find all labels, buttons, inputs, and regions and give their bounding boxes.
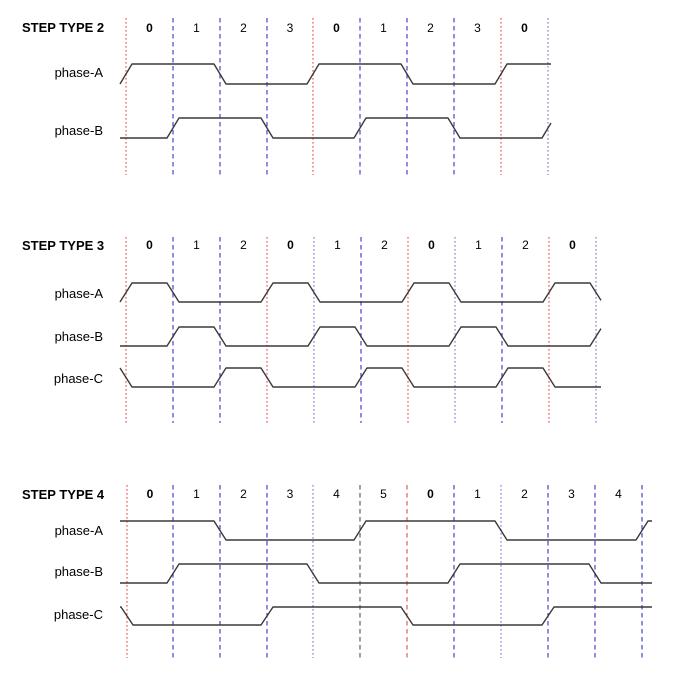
waveform-phase-B [120,326,602,347]
phase-label: phase-C [53,371,103,386]
step-number: 2 [521,487,528,501]
step-number: 2 [381,238,388,252]
step-number: 1 [193,21,200,35]
phase-label: phase-B [54,329,103,344]
step-number: 0 [287,238,294,252]
step-number: 0 [146,21,153,35]
step-number: 0 [146,238,153,252]
waveform-phase-C [120,606,652,626]
section-title: STEP TYPE 2 [22,20,105,35]
step-number: 2 [240,238,247,252]
waveform-phase-B [120,117,552,139]
step-number: 2 [427,21,434,35]
step-number: 2 [522,238,529,252]
phase-label: phase-B [54,564,103,579]
step-number: 1 [193,238,200,252]
step-number: 0 [146,487,154,501]
phase-label: phase-A [54,286,103,301]
phase-label: phase-C [53,607,103,622]
waveform-phase-C [119,367,601,388]
step-number: 0 [428,238,435,252]
waveform-phase-A [120,520,652,541]
step-number: 1 [380,21,387,35]
phase-label: phase-B [54,123,103,138]
step-number: 4 [615,487,622,501]
phase-label: phase-A [54,65,103,80]
step-number: 3 [474,21,481,35]
step-number: 0 [569,238,576,252]
step-number: 3 [286,21,294,35]
waveform-phase-B [120,563,652,584]
step-number: 2 [240,487,247,501]
section-title: STEP TYPE 3 [22,238,105,253]
step-number: 0 [521,21,528,35]
step-number: 5 [380,487,387,501]
section-title: STEP TYPE 4 [22,487,105,502]
waveform-phase-A [119,282,602,303]
step-number: 4 [333,487,340,501]
step-number: 1 [474,487,481,501]
step-number: 2 [240,21,247,35]
step-number: 0 [427,487,434,501]
waveform-phase-A [119,63,551,85]
phase-label: phase-A [54,523,103,538]
step-number: 0 [333,21,340,35]
step-number: 1 [193,487,200,501]
step-number: 3 [286,487,294,501]
step-number: 3 [568,487,575,501]
step-number: 1 [475,238,482,252]
step-number: 1 [334,238,341,252]
